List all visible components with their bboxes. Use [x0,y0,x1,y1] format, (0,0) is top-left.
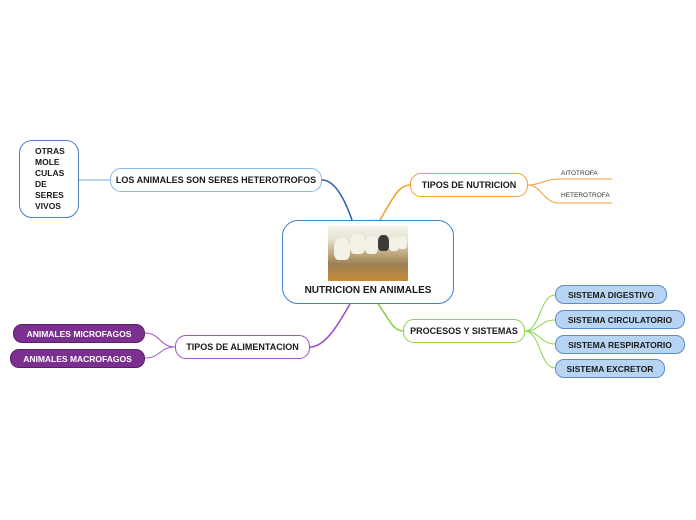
subtopic-sistema-excretor[interactable]: SISTEMA EXCRETOR [555,359,665,378]
branch-heterotrofos [321,179,353,221]
branch-sistema-4 [524,330,556,369]
branch-tipos-alimentacion [309,303,351,348]
branch-sistema-3 [524,330,556,345]
branch-macrofagos [144,346,176,359]
branch-sistema-2 [524,319,556,332]
branch-tipos-nutricion [379,184,411,221]
subtopic-animales-microfagos[interactable]: ANIMALES MICROFAGOS [13,324,145,343]
cows-feeding-photo [328,226,408,281]
leaf-heterotrofa[interactable]: HETEROTROFA [561,192,610,199]
otras-moleculas-line: OTRAS [35,146,65,156]
otras-moleculas-line: MOLE [35,157,60,167]
subtopic-sistema-circulatorio[interactable]: SISTEMA CIRCULATORIO [555,310,685,329]
branch-microfagos [144,332,176,348]
topic-tipos-alimentacion[interactable]: TIPOS DE ALIMENTACION [175,335,310,359]
leaf-autotrofa[interactable]: AITOTROFA [561,170,598,177]
subtopic-animales-macrofagos[interactable]: ANIMALES MACROFAGOS [10,349,145,368]
topic-tipos-nutricion[interactable]: TIPOS DE NUTRICION [410,173,528,197]
branch-procesos [377,303,404,332]
topic-procesos-sistemas[interactable]: PROCESOS Y SISTEMAS [403,319,525,343]
central-topic-label: NUTRICION EN ANIMALES [304,285,432,296]
branch-autotrofa [527,178,612,186]
subtopic-sistema-digestivo[interactable]: SISTEMA DIGESTIVO [555,285,667,304]
central-topic[interactable]: NUTRICION EN ANIMALES [282,220,454,304]
otras-moleculas-line: VIVOS [35,201,61,211]
branch-sistema-1 [524,294,556,332]
otras-moleculas-line: SERES [35,190,64,200]
otras-moleculas-line: DE [35,179,47,189]
otras-moleculas-line: CULAS [35,168,65,178]
topic-heterotrofos[interactable]: LOS ANIMALES SON SERES HETEROTROFOS [110,168,322,192]
topic-otras-moleculas[interactable]: OTRAS MOLE CULAS DE SERES VIVOS [19,140,79,218]
subtopic-sistema-respiratorio[interactable]: SISTEMA RESPIRATORIO [555,335,685,354]
branch-heterotrofa [527,184,612,204]
